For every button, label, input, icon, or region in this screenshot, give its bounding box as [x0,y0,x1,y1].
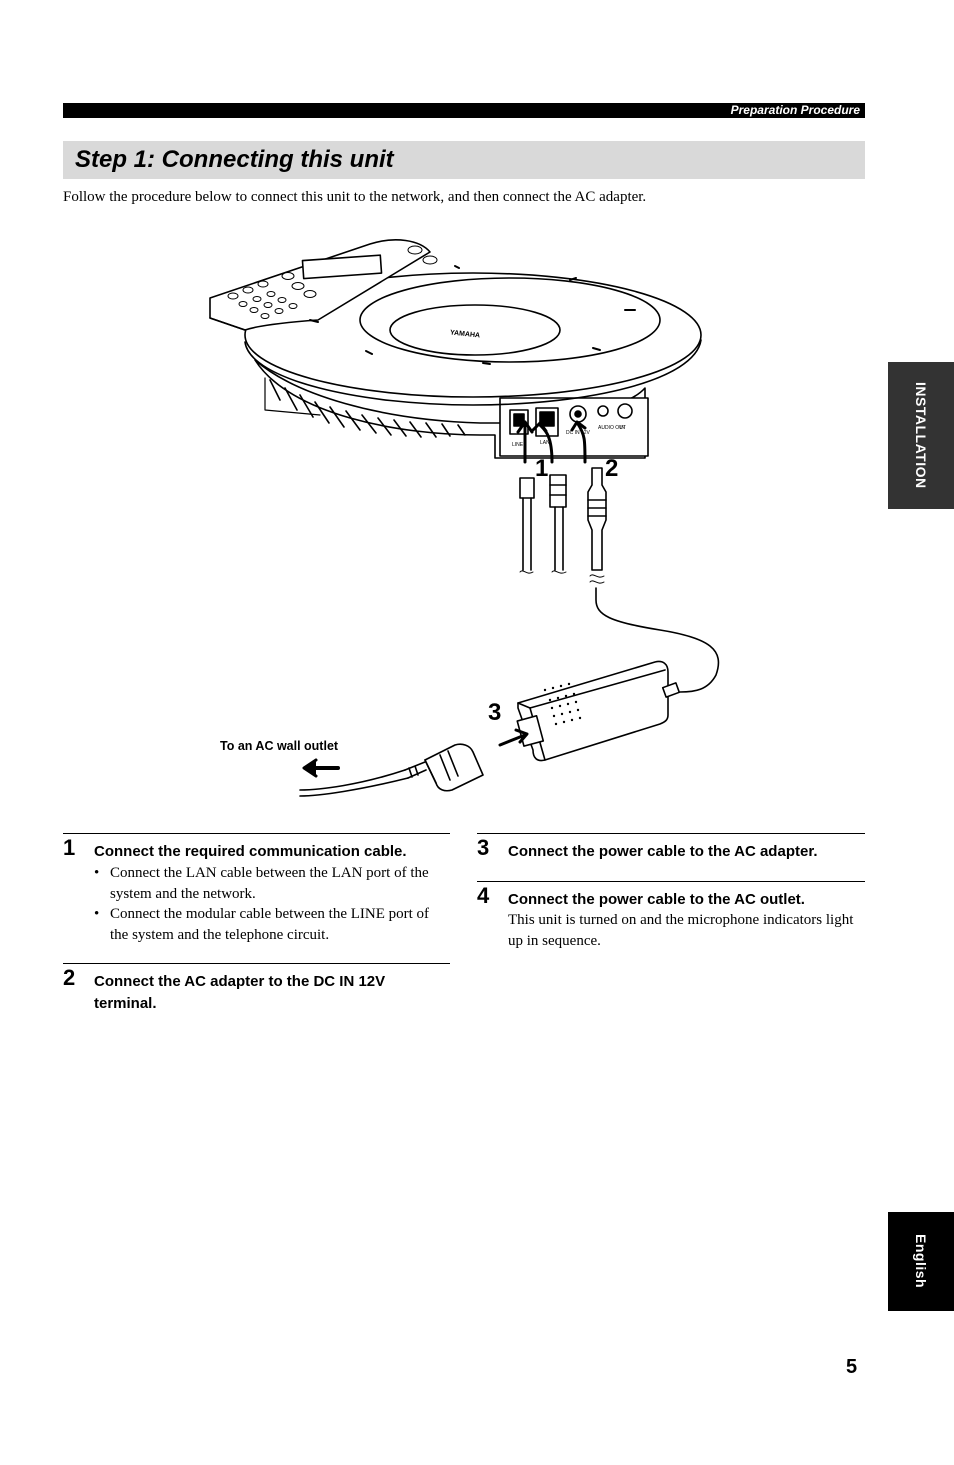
intro-text: Follow the procedure below to connect th… [63,189,647,205]
dc-plug [587,467,607,571]
step-4: 4 Connect the power cable to the AC outl… [477,881,865,962]
step-title: Connect the power cable to the AC adapte… [508,843,818,860]
bullet-item: Connect the modular cable between the LI… [94,904,450,945]
lan-plug [549,474,567,508]
step-number: 4 [477,883,490,908]
audio-out-port [597,405,609,417]
dc-in-label: DC IN 12V [566,430,591,436]
section-name: Preparation Procedure [730,103,860,117]
callout-3: 3 [488,699,501,726]
page-number: 5 [846,1356,858,1378]
callout-2: 2 [605,455,618,482]
ac-adapter [517,660,669,762]
audio-out-label: AUDIO OUT [598,425,626,431]
lan-port-label: LAN [540,440,550,446]
step-title: Connect the power cable to the AC outlet… [508,891,805,908]
side-tab-installation-label: INSTALLATION [913,382,929,489]
audio-in-label: IN [620,425,625,431]
step-title: Connect the required communication cable… [94,843,407,860]
audio-in-port [617,403,633,419]
callout-1: 1 [535,455,548,482]
page-title: Step 1: Connecting this unit [75,146,394,173]
display-screen [301,254,383,280]
mic-indicators [309,265,636,365]
side-tab-installation: INSTALLATION [888,362,954,509]
side-tab-english: English [888,1212,954,1311]
step-number: 1 [63,835,76,860]
title-bar: Step 1: Connecting this unit [63,141,865,179]
adapter-vent [543,682,582,726]
step-2: 2 Connect the AC adapter to the DC IN 12… [63,963,450,1024]
outlet-label: To an AC wall outlet [220,739,339,753]
connection-illustration: LINE LAN DC IN 12V AUDIO OUT IN YAMAHA [209,239,720,797]
side-tab-english-label: English [913,1234,929,1289]
step-1: 1 Connect the required communication cab… [63,833,450,954]
step-bullets: Connect the LAN cable between the LAN po… [94,863,450,945]
connect-arrows [516,420,587,464]
modular-plug [519,477,535,499]
step-number: 2 [63,965,76,990]
line-port-label: LINE [512,442,524,448]
device-logo: YAMAHA [450,329,481,339]
step-number: 3 [477,835,490,860]
step-body: This unit is turned on and the microphon… [508,912,854,949]
running-header: Preparation Procedure [63,103,865,118]
keypad-buttons [227,245,438,319]
center-speaker [389,304,561,356]
step-3: 3 Connect the power cable to the AC adap… [477,833,865,874]
step-title: Connect the AC adapter to the DC IN 12V … [94,973,386,1012]
bullet-item: Connect the LAN cable between the LAN po… [94,863,450,904]
